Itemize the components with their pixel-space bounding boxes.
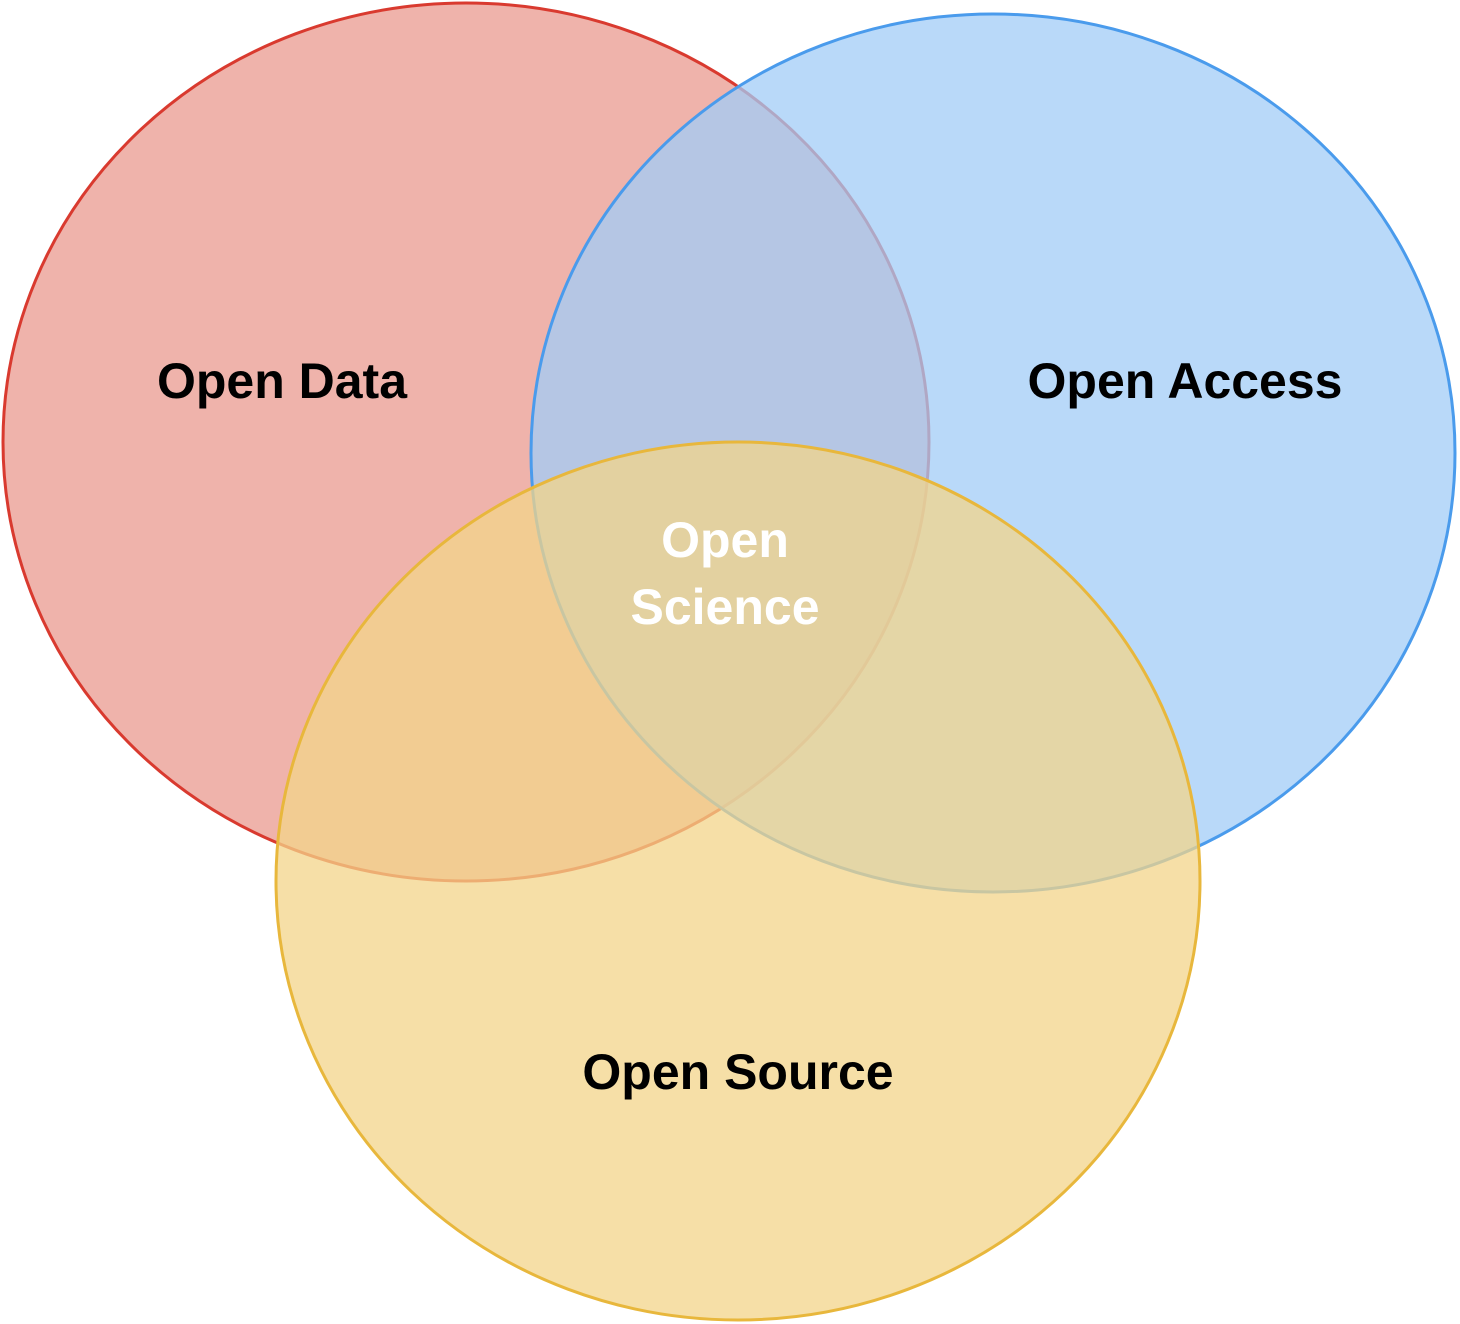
- open-data-label: Open Data: [157, 353, 408, 409]
- open-source-circle: [274, 440, 1202, 1322]
- open-science-label-line1: Open: [661, 512, 789, 568]
- open-source-label: Open Source: [582, 1044, 893, 1100]
- open-access-label: Open Access: [1028, 353, 1343, 409]
- open-science-label-line2: Science: [630, 579, 819, 635]
